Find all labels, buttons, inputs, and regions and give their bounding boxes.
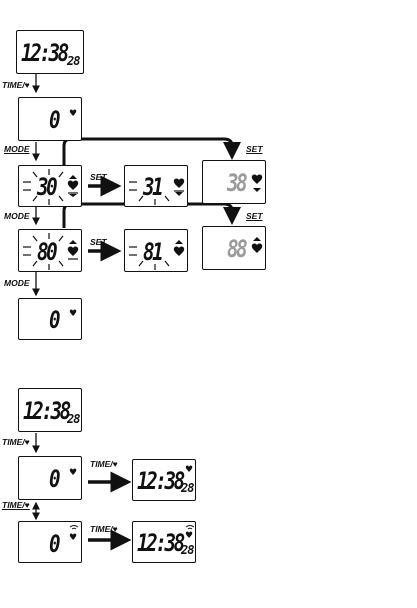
label-mode-3: MODE	[4, 279, 30, 288]
label-time-heart-2: TIME/♥	[2, 438, 30, 447]
lcd-upper-limit-result: 38	[202, 160, 266, 204]
heart-down-arrow-icon	[251, 171, 263, 193]
heart-up-arrow-icon	[251, 237, 263, 259]
lcd-zero-3: 0 ♥	[18, 456, 82, 500]
upper-limit-value: 30	[37, 175, 55, 199]
lcd-upper-limit-set: 30	[18, 165, 82, 207]
lower-limit-result-value: 88	[227, 237, 245, 261]
upper-limit-next-value: 31	[143, 175, 161, 199]
heart-icon: ♥	[69, 534, 77, 543]
label-set-lower-right: SET	[246, 212, 263, 221]
upper-limit-result-value: 38	[227, 171, 245, 195]
clock-seconds: 28	[181, 482, 193, 494]
lcd-clock-result-2: 12:38 28 ♥	[132, 521, 196, 563]
lower-limit-next-value: 81	[143, 240, 161, 264]
zero-digit: 0	[49, 308, 58, 332]
lcd-lower-limit-result: 88	[202, 226, 266, 270]
lcd-zero-2: 0 ♥	[18, 298, 82, 340]
lcd-lower-limit-set: 80	[18, 229, 82, 272]
clock-digits: 12:38	[21, 41, 67, 65]
clock-digits: 12:38	[137, 531, 183, 555]
label-time-heart-4: TIME/♥	[2, 501, 30, 510]
heart-up-arrow-icon	[173, 240, 185, 262]
heart-icon: ♥	[185, 532, 193, 541]
lcd-clock-bottom: 12:38 28	[18, 388, 82, 432]
heart-icon: ♥	[69, 310, 77, 319]
label-mode-2: MODE	[4, 212, 30, 221]
clock-seconds: 28	[67, 413, 79, 425]
zero-digit: 0	[49, 532, 58, 556]
clock-seconds: 28	[181, 544, 193, 556]
heart-up-arrow-icon	[67, 240, 79, 262]
lcd-zero-1: 0 ♥	[18, 97, 82, 141]
lcd-upper-limit-next: 31	[124, 165, 188, 207]
label-set-upper-right: SET	[246, 145, 263, 154]
label-set-lower: SET	[90, 238, 107, 247]
zero-digit: 0	[49, 467, 58, 491]
heart-icon: ♥	[185, 466, 193, 475]
heart-up-down-icon	[67, 175, 79, 197]
zero-digit: 0	[49, 108, 58, 132]
label-mode-1: MODE	[4, 145, 30, 154]
clock-digits: 12:38	[23, 399, 69, 423]
label-time-heart-1: TIME/♥	[2, 81, 30, 90]
label-time-heart-3: TIME/♥	[90, 460, 118, 469]
lcd-clock-top: 12:38 28	[16, 30, 84, 74]
label-set-upper: SET	[90, 173, 107, 182]
lcd-zero-beep: 0 ♥	[18, 521, 82, 563]
heart-icon: ♥	[69, 110, 77, 119]
lower-limit-value: 80	[37, 240, 55, 264]
label-time-heart-5: TIME/♥	[90, 525, 118, 534]
heart-down-arrow-icon	[173, 175, 185, 197]
clock-seconds: 28	[67, 55, 79, 67]
lcd-lower-limit-next: 81	[124, 229, 188, 272]
lcd-clock-result-1: 12:38 28 ♥	[132, 459, 196, 501]
beep-icon	[69, 525, 79, 531]
heart-icon: ♥	[69, 469, 77, 478]
clock-digits: 12:38	[137, 469, 183, 493]
